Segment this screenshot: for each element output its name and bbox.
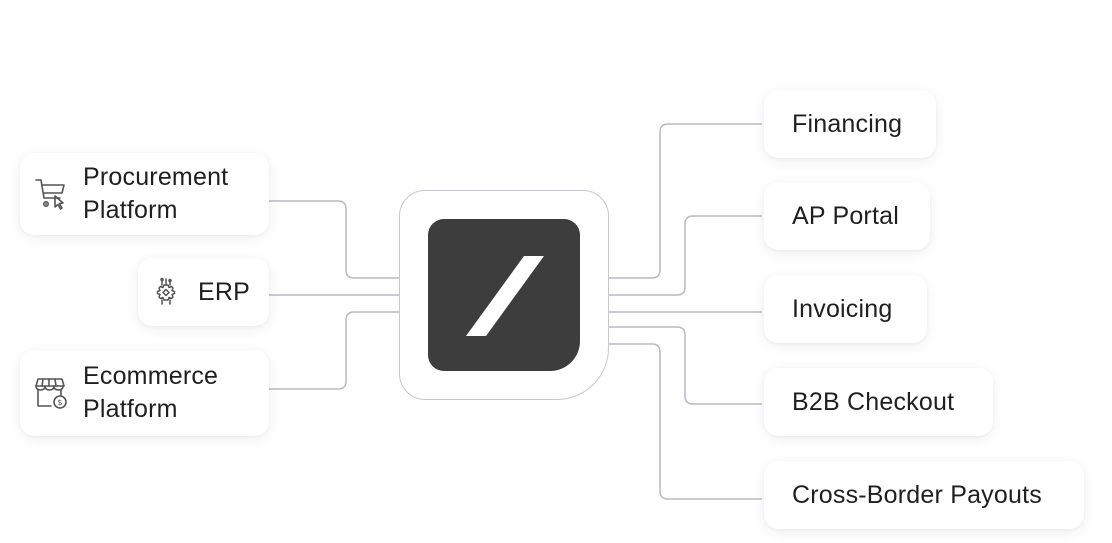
storefront-dollar-icon: $ — [34, 375, 68, 411]
input-card-ecommerce: $ Ecommerce Platform — [20, 350, 269, 436]
hub-logo-tile — [428, 219, 580, 371]
svg-text:$: $ — [57, 398, 62, 407]
output-label-invoicing: Invoicing — [792, 294, 893, 323]
connector-procurement — [268, 200, 400, 279]
gear-circuit-icon — [152, 277, 180, 307]
connector-ecommerce — [268, 311, 400, 390]
output-card-ap-portal: AP Portal — [764, 182, 930, 250]
output-card-cross-border-payouts: Cross-Border Payouts — [764, 461, 1084, 529]
output-label-cross-border-payouts: Cross-Border Payouts — [792, 480, 1042, 509]
input-card-procurement: Procurement Platform — [20, 153, 269, 235]
output-label-b2b-checkout: B2B Checkout — [792, 387, 955, 416]
slash-logo-icon — [466, 256, 544, 336]
connector-financing — [608, 123, 762, 279]
input-card-erp: ERP — [138, 258, 269, 326]
input-label-procurement: Procurement Platform — [83, 163, 229, 224]
connector-cross-border — [608, 343, 762, 500]
input-label-ecommerce: Ecommerce Platform — [83, 362, 219, 423]
output-card-financing: Financing — [764, 90, 936, 158]
output-card-b2b-checkout: B2B Checkout — [764, 368, 993, 436]
output-card-invoicing: Invoicing — [764, 275, 927, 343]
output-label-ap-portal: AP Portal — [792, 201, 899, 230]
output-label-financing: Financing — [792, 109, 903, 138]
shopping-cart-icon — [34, 176, 68, 212]
connector-b2b-checkout — [608, 326, 762, 405]
connector-ap-portal — [608, 215, 762, 296]
input-label-erp: ERP — [198, 277, 251, 306]
